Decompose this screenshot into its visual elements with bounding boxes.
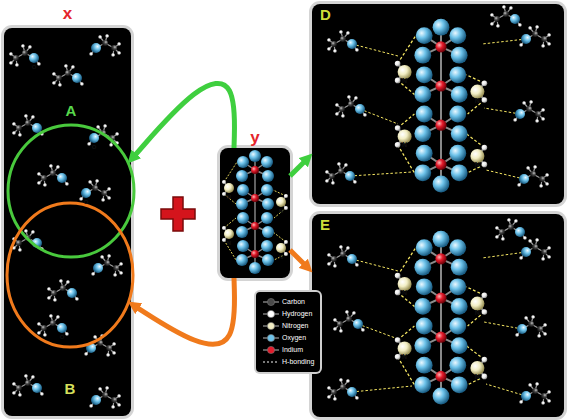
molecule-copy: [91, 254, 123, 277]
plus-sign: [160, 196, 196, 232]
molecule-copy: [9, 44, 41, 67]
legend-sample: [262, 345, 280, 355]
atom-label: O: [60, 334, 65, 340]
result-panel: D: [312, 4, 564, 204]
molecule-copy: [519, 238, 551, 261]
atom-label: N: [475, 373, 480, 380]
atom-label: N: [227, 240, 231, 246]
connector-arrow: [133, 83, 234, 157]
region-circle: B: [4, 200, 136, 398]
legend-sample: [262, 333, 280, 343]
legend-item: Nitrogen: [262, 320, 314, 332]
molecule-copy: [89, 34, 121, 57]
molecule-copy: [52, 64, 84, 87]
atom-label: N: [475, 161, 480, 168]
legend-item: Indium: [262, 344, 314, 356]
complex-illustration: [312, 4, 564, 204]
legend-label: Hydrogen: [282, 308, 312, 320]
legend-sample: [262, 321, 280, 331]
bond-line: [350, 39, 526, 179]
legend-swatch: [267, 346, 274, 353]
region-letter: B: [4, 380, 136, 398]
result-panel: E: [312, 214, 564, 417]
connector-arrow: [135, 278, 234, 344]
circle-outline-svg: [4, 200, 136, 398]
solvent-panel: x AB: [4, 2, 131, 416]
molecule-copy: [513, 100, 545, 123]
region-circle: A: [5, 102, 137, 260]
atom-label: O: [84, 199, 89, 205]
legend-swatch: [267, 322, 274, 329]
atom-label: O: [92, 144, 97, 150]
molecule-copy: [333, 310, 365, 333]
circle-outline-svg: [5, 102, 137, 260]
region-outline: [8, 125, 134, 257]
molecule-copy: [89, 386, 121, 409]
panel-heading: x: [4, 2, 131, 26]
molecule-copy: [79, 179, 111, 202]
molecule-copy: [519, 25, 551, 48]
panel-letter: E: [312, 214, 564, 236]
atom-label: N: [402, 77, 407, 84]
legend-swatch: [267, 310, 274, 317]
atom-label: O: [32, 64, 37, 70]
legend-swatch: [267, 298, 274, 305]
connector-arrow: [290, 250, 306, 266]
molecule-copy: [12, 374, 44, 397]
legend-label: Indium: [282, 344, 303, 356]
legend-sample: [262, 309, 280, 319]
region-outline: [7, 203, 133, 347]
molecule-copy: [517, 165, 549, 188]
legend-label: Carbon: [282, 296, 305, 308]
panel-heading: y: [220, 130, 290, 146]
legend-label: H-bonding: [282, 356, 314, 368]
legend-item: Oxygen: [262, 332, 314, 344]
molecule-copy: [37, 164, 69, 187]
legend-label: Oxygen: [282, 332, 306, 344]
complex-illustration: [312, 214, 564, 417]
atom-label: N: [402, 141, 407, 148]
molecule-copy: [327, 245, 359, 268]
molecule-copy: [327, 378, 359, 401]
atom-label: N: [227, 194, 231, 200]
legend-swatch: [267, 334, 274, 341]
atom-label: N: [279, 254, 283, 260]
legend-label: Nitrogen: [282, 320, 308, 332]
molecule-copy: [519, 382, 551, 405]
molecule-copy: [37, 314, 69, 337]
legend-box: CarbonHydrogenNitrogenOxygenIndiumH-bond…: [256, 292, 320, 372]
atom-label: N: [279, 208, 283, 214]
legend-dash: [263, 361, 279, 362]
molecule-copy: [327, 30, 359, 53]
legend-sample: [262, 297, 280, 307]
molecule-copy: [395, 19, 487, 193]
molecule-copy: [335, 95, 367, 118]
atom-label: N: [402, 289, 407, 296]
legend-item: Carbon: [262, 296, 314, 308]
bond-line: [161, 197, 195, 231]
legend-sample: [262, 357, 280, 367]
legend-item: Hydrogen: [262, 308, 314, 320]
region-letter: A: [5, 102, 137, 120]
panel-letter: D: [312, 4, 564, 26]
atom-label: N: [402, 353, 407, 360]
connector-arrow: [290, 160, 306, 176]
molecule-copy: [495, 218, 527, 241]
molecule-copy: [325, 162, 357, 185]
atom-label: N: [475, 308, 480, 315]
molecule-copy: [222, 150, 288, 274]
h-bond-lines: [350, 39, 526, 179]
legend-item: H-bonding: [262, 356, 314, 368]
molecule-copy: [395, 231, 487, 405]
molecule-copy: [47, 279, 79, 302]
molecule-copy: [490, 5, 522, 28]
atom-label: N: [475, 96, 480, 103]
molecule-copy: [515, 315, 547, 338]
